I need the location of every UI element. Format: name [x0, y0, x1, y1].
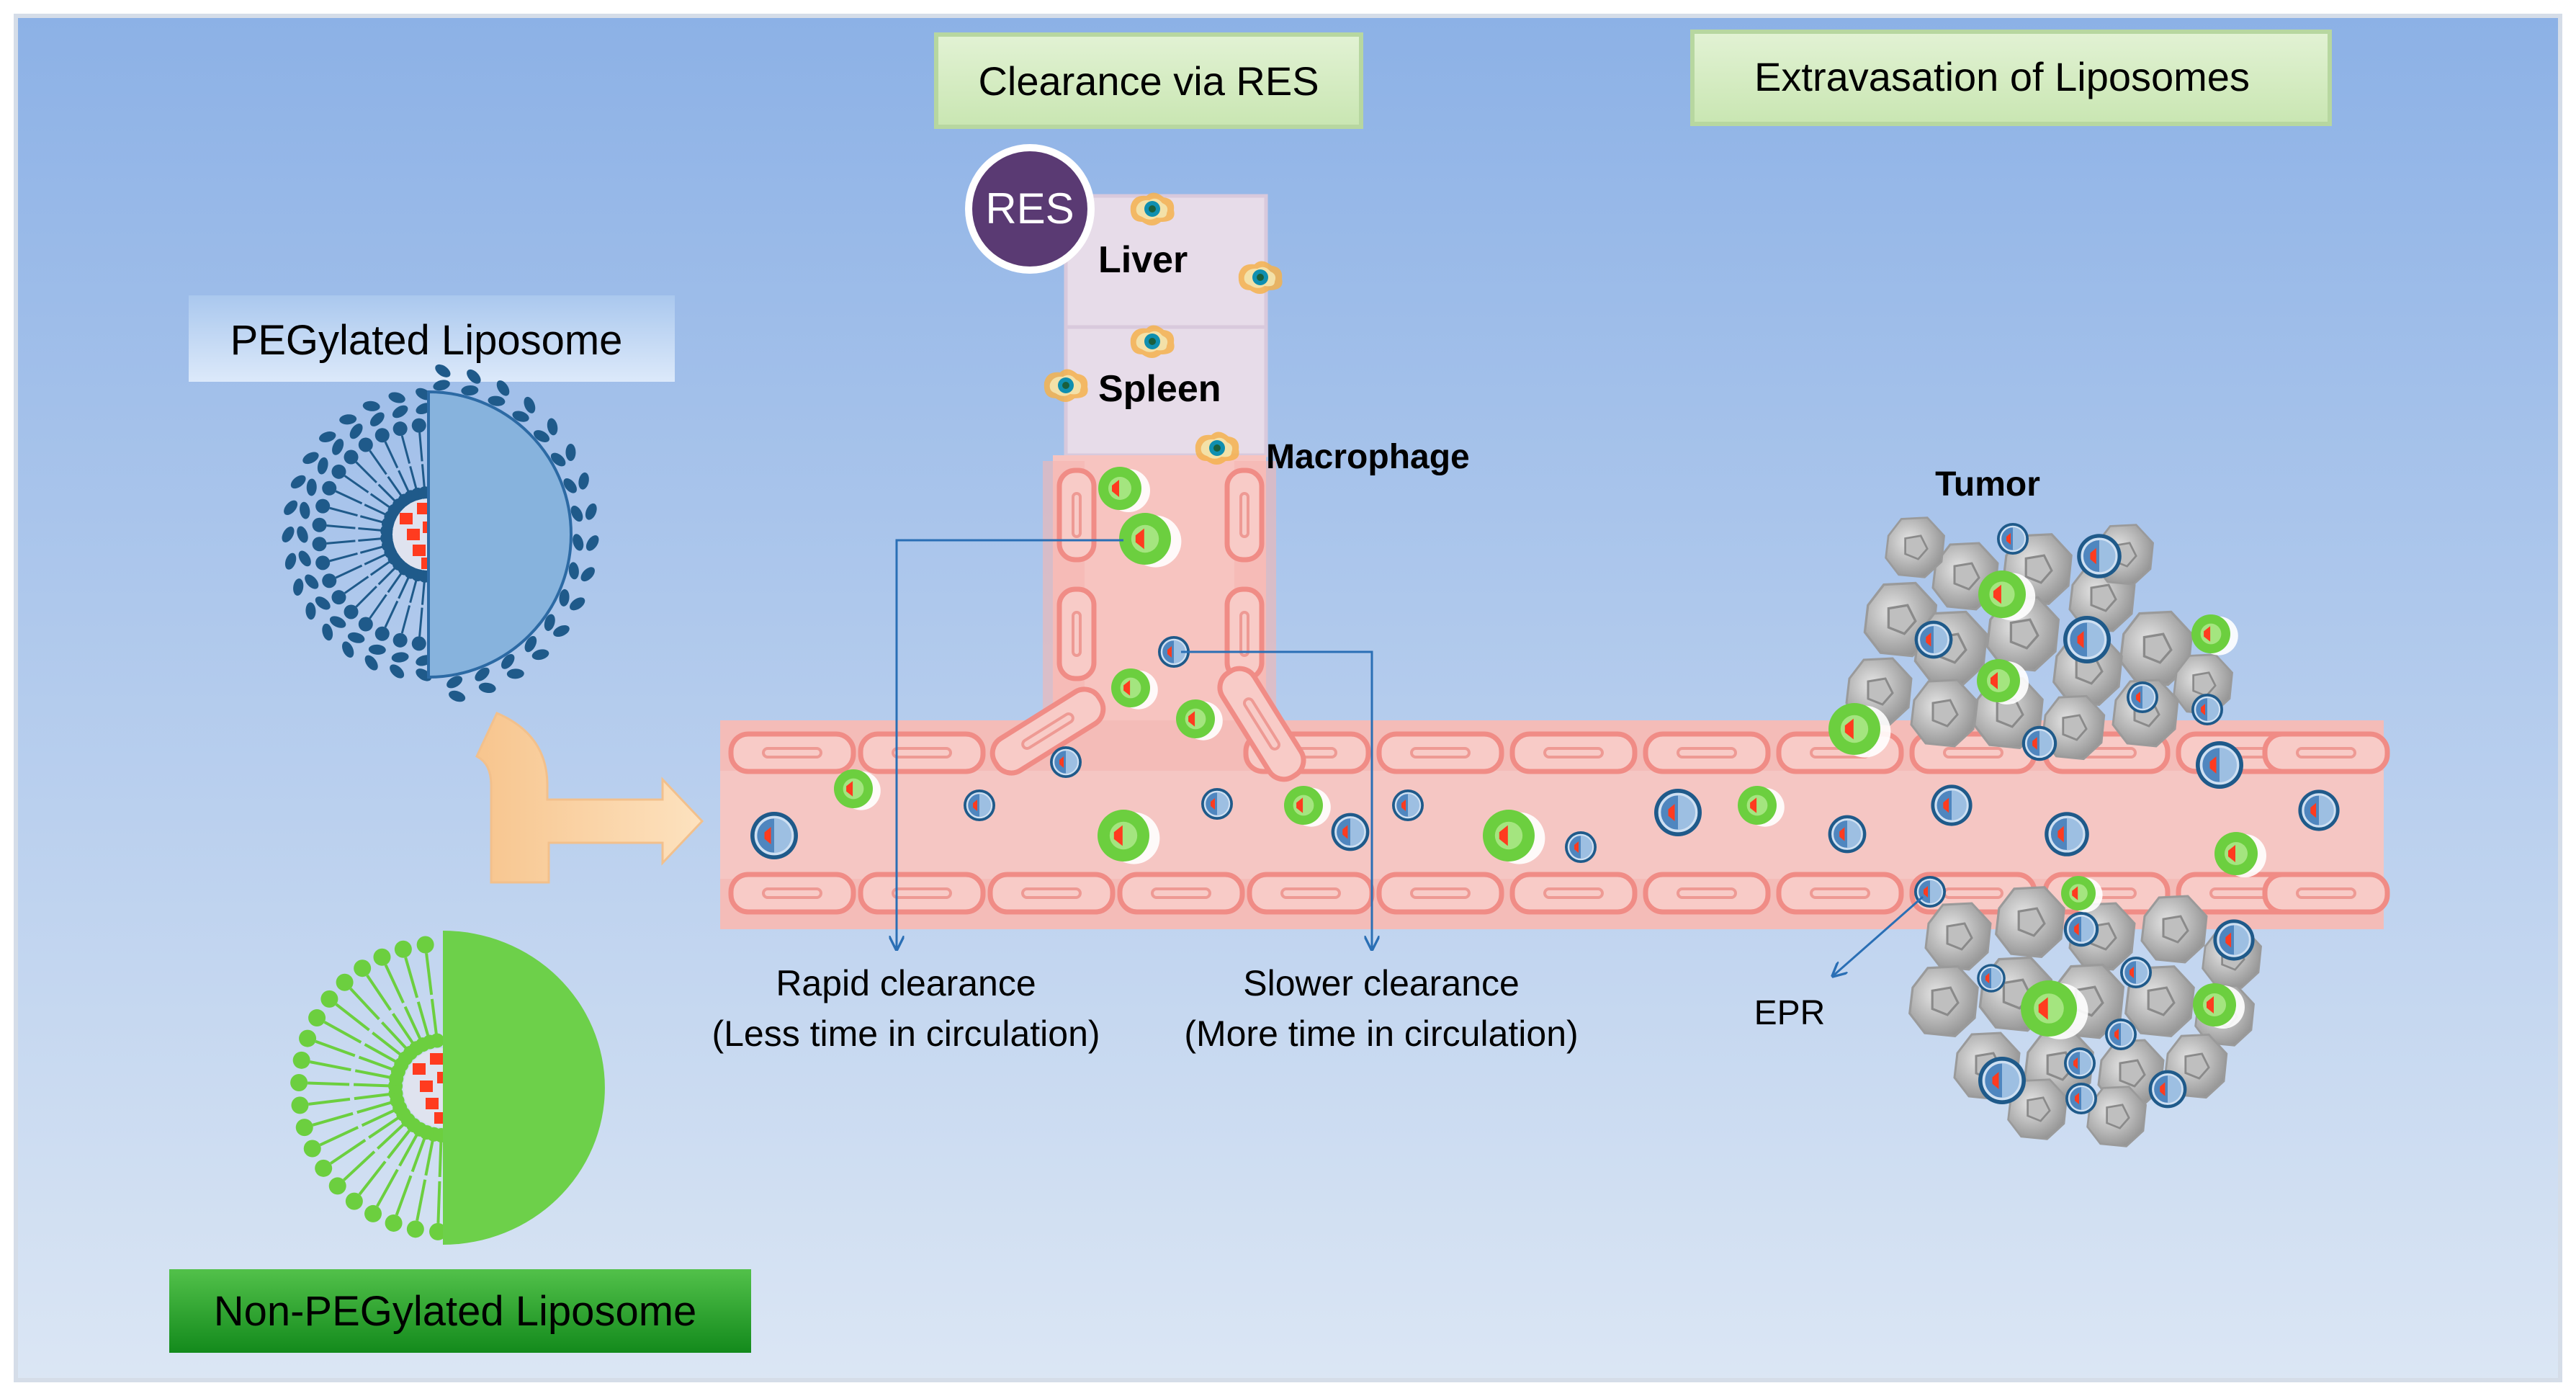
peg-chains	[282, 364, 599, 702]
pegylated-liposome-illustration	[282, 364, 599, 702]
liver-label: Liver	[1098, 239, 1188, 281]
epr-pointer	[1833, 895, 1924, 976]
peg-lipid-tails	[326, 432, 426, 637]
horizontal-vessel	[720, 662, 2387, 929]
slow-clearance-pointer	[1181, 650, 1372, 949]
pegylated-label-box: PEGylated Liposome	[189, 295, 675, 382]
peg-outer-heads	[312, 418, 426, 651]
non-pegylated-label-box: Non-PEGylated Liposome	[169, 1269, 751, 1353]
merge-arrow	[475, 712, 704, 884]
tumor-label: Tumor	[1935, 465, 2040, 504]
macrophage-label: Macrophage	[1266, 438, 1470, 476]
non-pegylated-label-text: Non-PEGylated Liposome	[214, 1288, 697, 1335]
header-clearance-text: Clearance via RES	[978, 58, 1319, 104]
non-peg-lipid-tails	[308, 953, 443, 1223]
rapid-clearance-line2: (Less time in circulation)	[712, 1014, 1100, 1054]
res-organ-column: Liver Spleen	[1064, 194, 1268, 457]
pegylated-half-shell	[427, 390, 573, 679]
header-extravasation-text: Extravasation of Liposomes	[1754, 54, 2250, 99]
non-pegylated-half-shell	[443, 931, 605, 1245]
slow-clearance-line1: Slower clearance	[1243, 963, 1520, 1003]
non-peg-outer-heads	[290, 936, 447, 1240]
epr-label: EPR	[1754, 994, 1826, 1032]
non-peg-inner-heads	[388, 1033, 449, 1142]
spleen-label: Spleen	[1098, 368, 1221, 410]
pegylated-label-text: PEGylated Liposome	[230, 317, 623, 364]
slow-clearance-line2: (More time in circulation)	[1184, 1014, 1578, 1054]
rapid-clearance-pointer	[897, 539, 1123, 949]
non-pegylated-liposome-illustration	[290, 931, 605, 1245]
header-clearance-box: Clearance via RES	[934, 32, 1363, 129]
res-badge: RES	[965, 144, 1095, 274]
res-badge-text: RES	[985, 184, 1074, 233]
rapid-clearance-line1: Rapid clearance	[776, 963, 1036, 1003]
header-extravasation-box: Extravasation of Liposomes	[1690, 30, 2332, 126]
